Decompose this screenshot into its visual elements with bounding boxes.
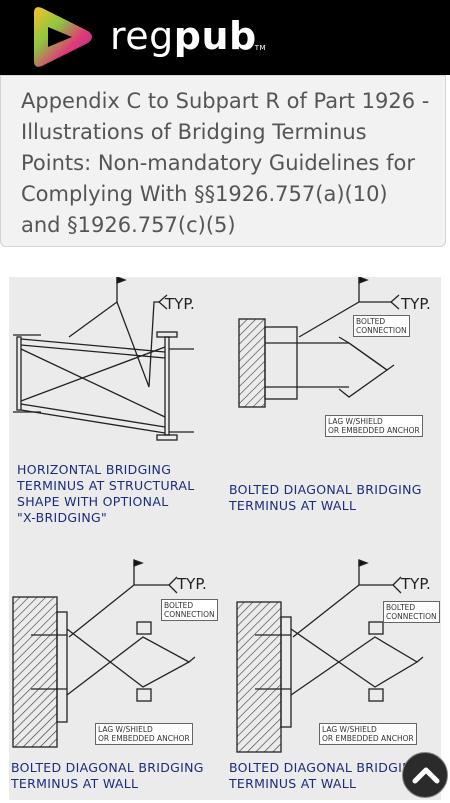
panel-2-typ: TYP. [401, 295, 431, 313]
panel-3-callout-connection: BOLTED CONNECTION [161, 599, 218, 621]
panel-3-caption: BOLTED DIAGONAL BRIDGING TERMINUS AT WAL… [11, 760, 204, 791]
panel-3-callout-anchor: LAG W/SHIELD OR EMBEDDED ANCHOR [95, 723, 193, 745]
panel-2-caption: BOLTED DIAGONAL BRIDGING TERMINUS AT WAL… [229, 482, 422, 513]
article-title-box: Appendix C to Subpart R of Part 1926 - I… [0, 75, 446, 247]
trademark: TM [254, 44, 267, 52]
scroll-to-top-button[interactable] [402, 752, 448, 798]
panel-2-drawing [238, 277, 400, 408]
panel-2-callout-connection: BOLTED CONNECTION [353, 315, 410, 337]
regpub-logo-icon[interactable] [26, 3, 96, 71]
brand-regular: reg [110, 14, 174, 58]
article-title: Appendix C to Subpart R of Part 1926 - I… [21, 89, 430, 237]
panel-3-drawing [12, 559, 196, 748]
panel-2-callout-anchor: LAG W/SHIELD OR EMBEDDED ANCHOR [325, 415, 423, 437]
panel-4-drawing [236, 559, 424, 753]
panel-1-drawing [13, 277, 194, 441]
panel-3-typ: TYP. [177, 575, 207, 593]
brand-bold: pub [173, 14, 257, 58]
panel-4-typ: TYP. [401, 575, 431, 593]
panel-4-callout-anchor: LAG W/SHIELD OR EMBEDDED ANCHOR [319, 723, 417, 745]
bridging-illustration: TYP. HORIZONTAL BRIDGING TERMINUS AT STR… [9, 277, 441, 800]
brand-name[interactable]: regpubTM [110, 14, 268, 58]
chevron-up-icon [412, 767, 440, 784]
app-header: regpubTM [0, 0, 450, 75]
panel-1-typ: TYP. [165, 295, 195, 313]
panel-4-caption: BOLTED DIAGONAL BRIDGING TERMINUS AT WAL… [229, 760, 422, 791]
panel-1-caption: HORIZONTAL BRIDGING TERMINUS AT STRUCTUR… [17, 462, 195, 525]
illustration-drawing [12, 277, 424, 753]
panel-4-callout-connection: BOLTED CONNECTION [383, 601, 440, 623]
